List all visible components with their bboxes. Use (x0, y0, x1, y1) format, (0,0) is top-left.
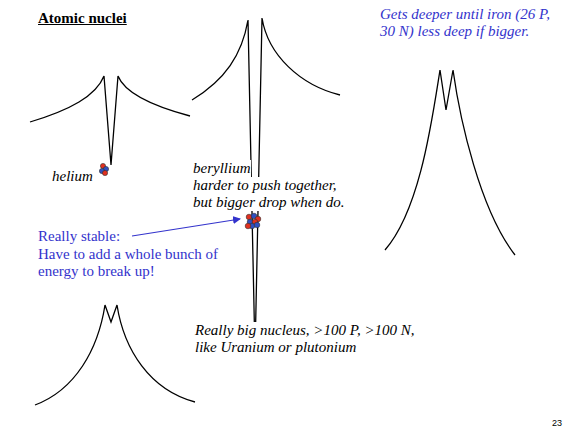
note-text: Really big nucleus, >100 P, >100 N, like… (195, 322, 435, 356)
uranium-curve (35, 305, 195, 405)
note-text: harder to push together, but bigger drop… (193, 177, 358, 211)
beryllium-nucleus (245, 213, 261, 229)
note-text: Gets deeper until iron (26 P, 30 N) less… (380, 6, 560, 40)
callout-text: Really stable: (38, 228, 120, 245)
iron-curve (385, 70, 515, 255)
callout-text: Have to add a whole bunch of energy to b… (38, 246, 238, 280)
nucleus-name: helium (52, 168, 93, 185)
helium-curve (30, 76, 190, 165)
page-number: 23 (552, 418, 562, 428)
slide-title: Atomic nuclei (38, 10, 127, 27)
helium-nucleus (99, 163, 108, 175)
pointer-arrow (132, 219, 240, 236)
nucleus-name: beryllium (193, 160, 251, 177)
